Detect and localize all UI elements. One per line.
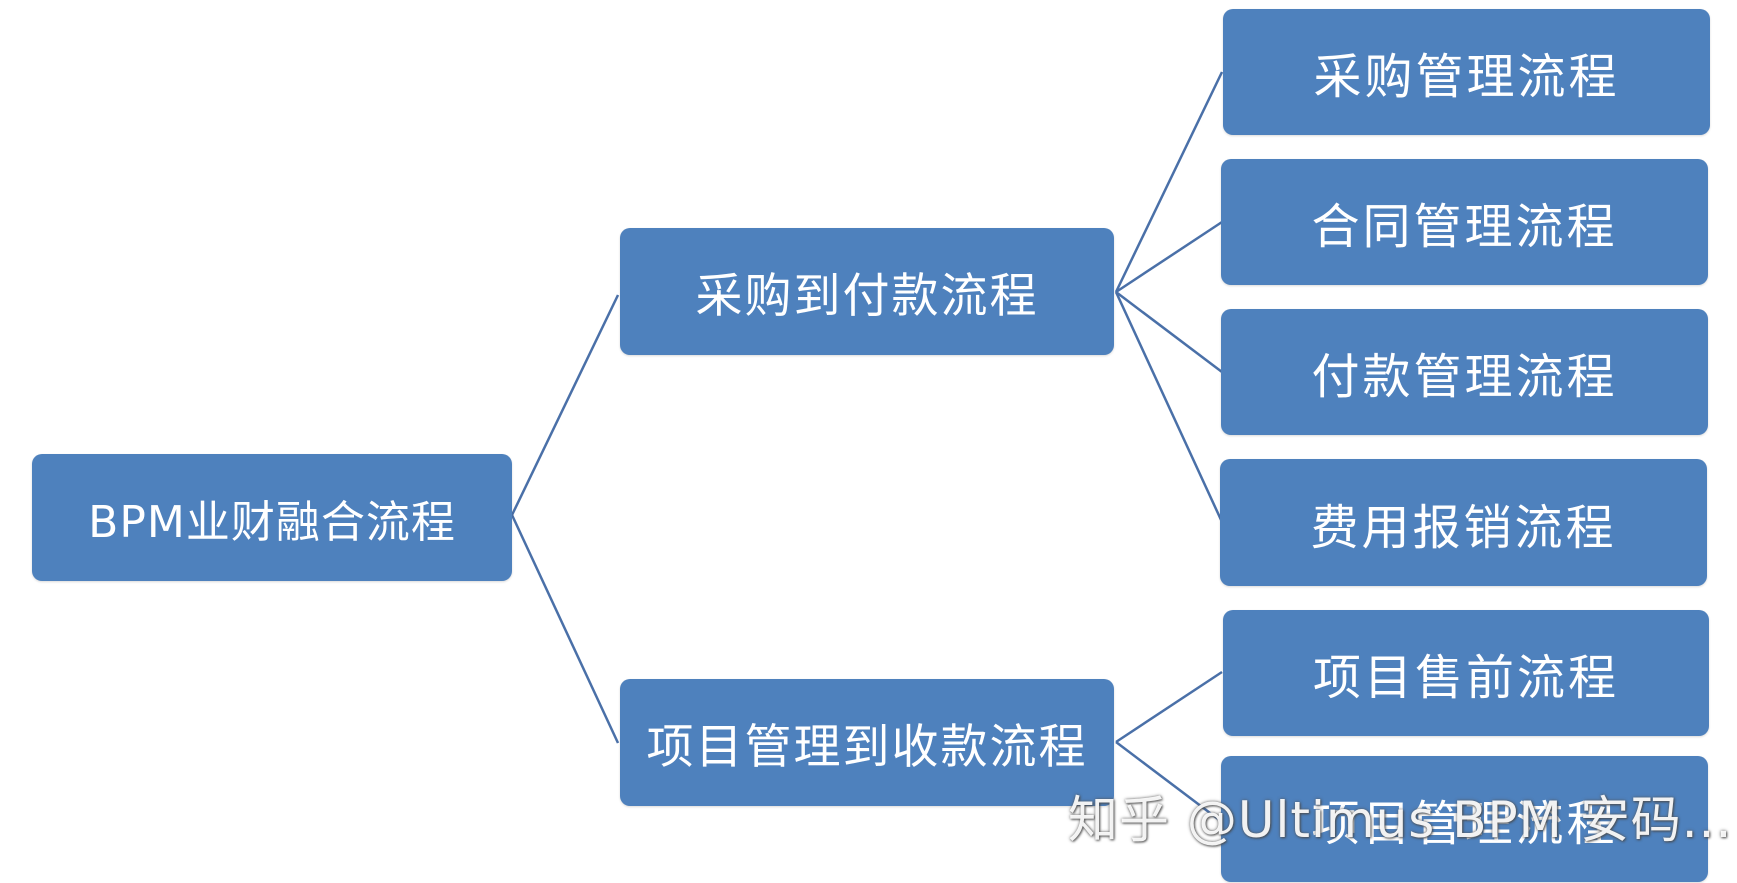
node-payment-management-label: 付款管理流程: [1311, 349, 1618, 405]
connector-p2p-leaf4: [1114, 291, 1224, 523]
node-project-management-label: 项目管理流程: [1311, 796, 1618, 852]
node-root-label: BPM业财融合流程: [88, 496, 456, 548]
node-project-management: 项目管理流程: [1221, 756, 1708, 882]
node-project-presales-label: 项目售前流程: [1312, 650, 1619, 706]
watermark-text: 知乎 @Ultimus BPM 安码...: [1068, 791, 1733, 849]
connector-root-pm2c: [510, 514, 620, 744]
node-expense-reimbursement: 费用报销流程: [1220, 459, 1707, 586]
node-contract-management-label: 合同管理流程: [1311, 199, 1618, 255]
node-expense-reimbursement-label: 费用报销流程: [1310, 499, 1617, 556]
connector-pm2c-leaf5: [1115, 670, 1223, 744]
node-procure-to-pay: 采购到付款流程: [620, 228, 1114, 355]
node-project-to-collection: 项目管理到收款流程: [620, 679, 1114, 806]
node-procurement-management-label: 采购管理流程: [1313, 49, 1620, 105]
connector-root-p2p: [510, 294, 620, 516]
node-contract-management: 合同管理流程: [1221, 159, 1708, 285]
connector-p2p-leaf3: [1115, 291, 1223, 373]
node-root: BPM业财融合流程: [32, 454, 512, 581]
node-project-presales: 项目售前流程: [1223, 610, 1709, 736]
node-payment-management: 付款管理流程: [1221, 309, 1708, 435]
connector-p2p-leaf2: [1115, 220, 1223, 294]
connector-p2p-leaf1: [1114, 71, 1224, 293]
node-procure-to-pay-label: 采购到付款流程: [695, 269, 1039, 324]
node-procurement-management: 采购管理流程: [1223, 9, 1710, 135]
node-project-to-collection-label: 项目管理到收款流程: [646, 720, 1088, 775]
